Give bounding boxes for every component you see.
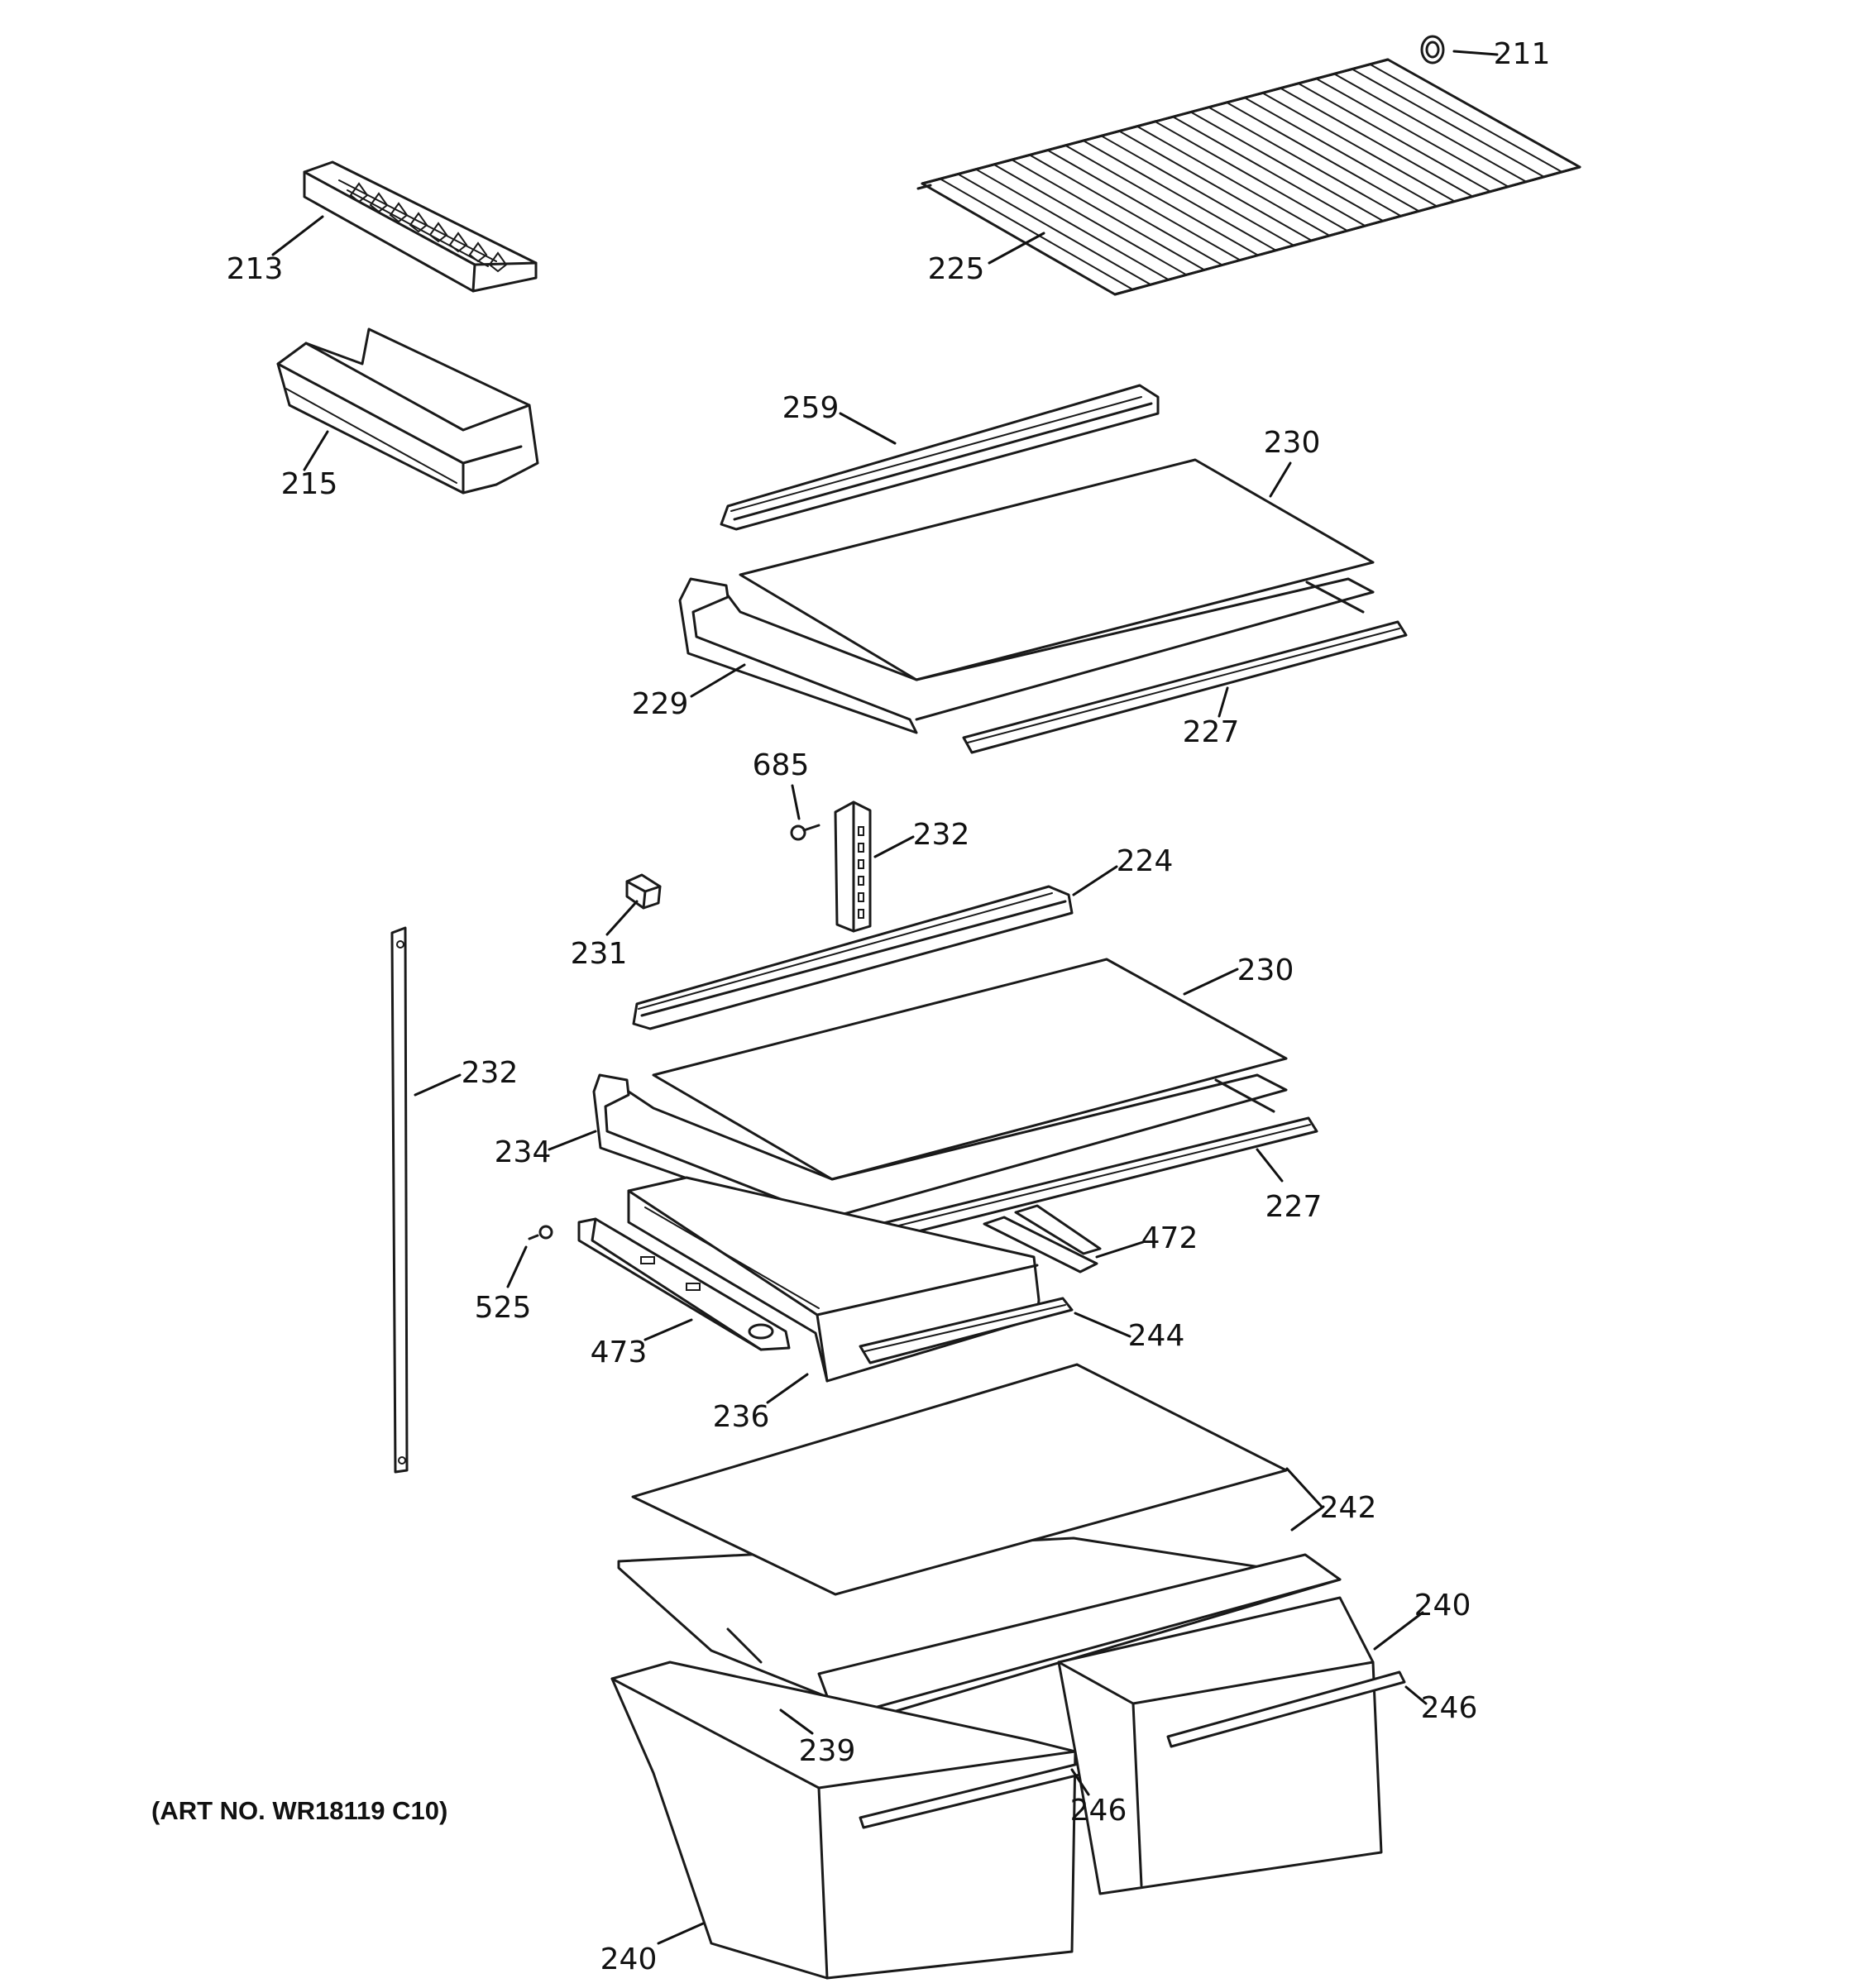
callout-244: 244 (1127, 1319, 1185, 1353)
callout-242: 242 (1319, 1491, 1377, 1525)
part-259-glass-retainer (720, 384, 1160, 531)
part-215-door-bin (276, 327, 539, 495)
callout-224: 224 (1116, 844, 1174, 878)
part-231-clip (625, 873, 662, 910)
callout-230-middle: 230 (1237, 953, 1294, 987)
part-244-pan-trim (859, 1297, 1074, 1364)
callout-259: 259 (782, 391, 840, 425)
part-685-screw (790, 824, 820, 841)
callout-473: 473 (590, 1336, 648, 1369)
callout-230-upper: 230 (1263, 426, 1321, 460)
part-211-shelf-stop (1420, 35, 1445, 65)
callout-525: 525 (474, 1291, 532, 1325)
callout-227-middle: 227 (1265, 1190, 1323, 1224)
part-230-glass-shelf-middle (652, 958, 1288, 1181)
part-232-shelf-support-long (390, 926, 409, 1474)
callout-231: 231 (570, 937, 628, 971)
callout-215: 215 (280, 467, 338, 501)
callout-236: 236 (712, 1400, 770, 1434)
part-242-crisper-cover (617, 1363, 1342, 1720)
art-number-note: (ART NO. WR18119 C10) (151, 1796, 448, 1825)
callout-240-right: 240 (1414, 1589, 1471, 1622)
callout-225: 225 (927, 252, 985, 286)
part-240-crisper-drawer-right (1057, 1596, 1406, 1895)
callout-234: 234 (494, 1135, 552, 1169)
part-472-pan-rails (983, 1204, 1102, 1274)
callout-472: 472 (1141, 1221, 1198, 1255)
part-230-glass-shelf-upper (739, 458, 1375, 681)
callout-229: 229 (631, 687, 689, 721)
part-213-ice-tray (303, 160, 538, 293)
part-225-wire-shelf (916, 58, 1581, 296)
part-232-shelf-support-upper (834, 800, 872, 933)
part-229-shelf-frame (678, 577, 1375, 734)
callout-232-upper: 232 (912, 818, 970, 852)
part-473-pan-slide (577, 1217, 791, 1351)
callout-239: 239 (798, 1734, 856, 1768)
part-224-glass-retainer (632, 885, 1074, 1030)
part-525-screw (528, 1225, 553, 1240)
part-240-crisper-drawer-left (610, 1661, 1102, 1980)
callout-232-long: 232 (461, 1056, 519, 1090)
callout-227-upper: 227 (1182, 715, 1240, 749)
callout-246-left: 246 (1069, 1794, 1127, 1828)
leader-lines (271, 50, 1499, 1945)
callout-213: 213 (226, 252, 284, 286)
callout-246-right: 246 (1420, 1691, 1478, 1725)
callout-240-left: 240 (600, 1943, 658, 1976)
callout-211: 211 (1493, 37, 1551, 71)
callout-685: 685 (752, 748, 810, 782)
part-227-shelf-trim-upper (962, 620, 1408, 754)
